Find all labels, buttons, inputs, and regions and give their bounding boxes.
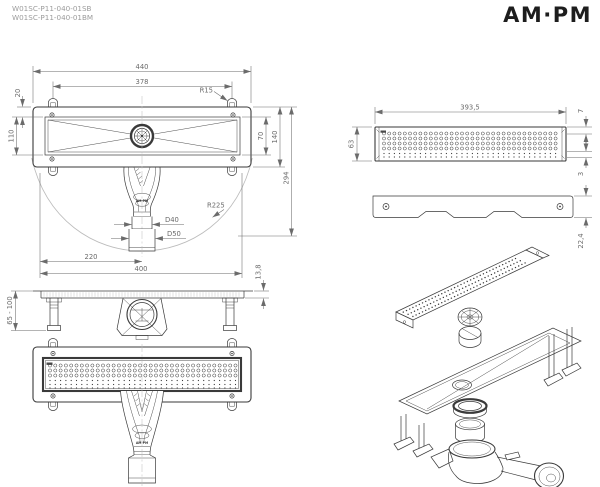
dim-outlet-offset: 220 bbox=[39, 173, 142, 278]
dim-height-adjust: 65 - 100 bbox=[6, 290, 46, 331]
dim-440-label: 440 bbox=[136, 63, 149, 71]
grate-plate bbox=[374, 126, 567, 162]
brand-logo: AM·PM bbox=[503, 3, 592, 27]
dim-flange-height: 13,8 bbox=[245, 264, 269, 309]
clip-detail bbox=[229, 102, 235, 108]
view-side: 13,8 65 - 100 bbox=[6, 264, 269, 340]
dim-70-label: 70 bbox=[257, 132, 265, 141]
clip bbox=[48, 98, 58, 107]
dim-d50-label: D50 bbox=[167, 230, 181, 238]
dim-63-label: 63 bbox=[348, 140, 356, 149]
dim-3-label: 3 bbox=[577, 172, 585, 176]
dim-378-label: 378 bbox=[136, 78, 149, 86]
dim-d40-label: D40 bbox=[165, 216, 179, 224]
corner-fixings bbox=[376, 129, 565, 159]
dim-profile-height: 22,4 bbox=[574, 185, 592, 249]
clip bbox=[227, 402, 237, 411]
channel-opening bbox=[44, 116, 241, 156]
dim-grate-width: 63 bbox=[348, 126, 372, 162]
view-exploded bbox=[393, 246, 582, 487]
exploded-siphon bbox=[430, 398, 565, 487]
grate-perforation bbox=[48, 363, 238, 389]
dim-400-label: 400 bbox=[135, 265, 148, 273]
dim-20-label: 20 bbox=[14, 89, 22, 98]
brand-etch-mark bbox=[380, 130, 386, 133]
brand-logo-etch: AM·PM bbox=[136, 441, 148, 445]
frame-profile bbox=[372, 195, 574, 218]
grate-perforation bbox=[382, 131, 558, 158]
exploded-tray bbox=[393, 327, 582, 458]
view-plan: AM·PM 440 378 R15 20 bbox=[8, 63, 297, 278]
exploded-strainer bbox=[457, 307, 483, 348]
dim-mount-span: 378 bbox=[52, 78, 233, 98]
product-code-1: W01SC-P11-040-01SB bbox=[12, 4, 92, 13]
dim-edge-height: 7 bbox=[567, 109, 592, 145]
dim-total-depth: 294 bbox=[238, 107, 297, 237]
clip bbox=[227, 98, 237, 107]
dim-outlet-d40: D40 bbox=[114, 216, 184, 227]
dim-overall-length: 440 bbox=[32, 63, 252, 103]
dim-r225-label: R225 bbox=[207, 202, 225, 210]
clip bbox=[48, 338, 58, 347]
clip bbox=[227, 167, 237, 176]
leg-right bbox=[222, 297, 238, 331]
grate-hatch bbox=[43, 292, 240, 297]
exploded-grate bbox=[395, 246, 550, 329]
clip-detail bbox=[50, 102, 56, 108]
dim-7-label: 7 bbox=[577, 109, 585, 113]
channel-opening-inner bbox=[47, 119, 238, 153]
clip bbox=[48, 402, 58, 411]
clip-detail bbox=[50, 342, 56, 348]
dim-220-label: 220 bbox=[85, 253, 98, 261]
dim-140-label: 140 bbox=[271, 131, 279, 144]
title-block: W01SC-P11-040-01SB W01SC-P11-040-01BM AM… bbox=[12, 3, 592, 27]
leg-left bbox=[46, 297, 62, 331]
clip-detail bbox=[50, 401, 56, 407]
dim-393-5-label: 393,5 bbox=[460, 104, 479, 112]
dim-22-4-label: 22,4 bbox=[577, 233, 585, 248]
view-frame-profile: 22,4 bbox=[372, 185, 592, 249]
dim-body-length: 400 bbox=[40, 173, 243, 278]
clip bbox=[48, 167, 58, 176]
dim-inner-width: 110 bbox=[8, 117, 43, 156]
dim-r15-label: R15 bbox=[200, 87, 213, 95]
clip-detail bbox=[229, 166, 235, 172]
dim-13-8-label: 13,8 bbox=[255, 264, 263, 279]
clip-detail bbox=[229, 401, 235, 407]
brand-etch-mark bbox=[46, 362, 53, 365]
dim-outlet-d50: D50 bbox=[111, 230, 186, 241]
dim-grate-length: 393,5 bbox=[374, 104, 567, 124]
dim-swing-radius: R225 bbox=[207, 202, 225, 218]
dim-294-label: 294 bbox=[283, 172, 291, 185]
dim-corner-radius: R15 bbox=[200, 87, 228, 102]
dim-plate-thickness: 3 bbox=[567, 141, 592, 176]
screws bbox=[49, 112, 236, 162]
product-code-2: W01SC-P11-040-01BM bbox=[12, 13, 93, 22]
trap-side bbox=[116, 298, 168, 340]
screws bbox=[50, 351, 235, 399]
dim-110-label: 110 bbox=[8, 130, 16, 143]
clip-detail bbox=[50, 166, 56, 172]
dim-65-100-label: 65 - 100 bbox=[6, 296, 14, 324]
clip bbox=[227, 338, 237, 347]
dim-channel-width: 70 bbox=[242, 116, 271, 156]
view-grate: 393,5 63 7 3 bbox=[348, 104, 592, 176]
clip-detail bbox=[229, 342, 235, 348]
